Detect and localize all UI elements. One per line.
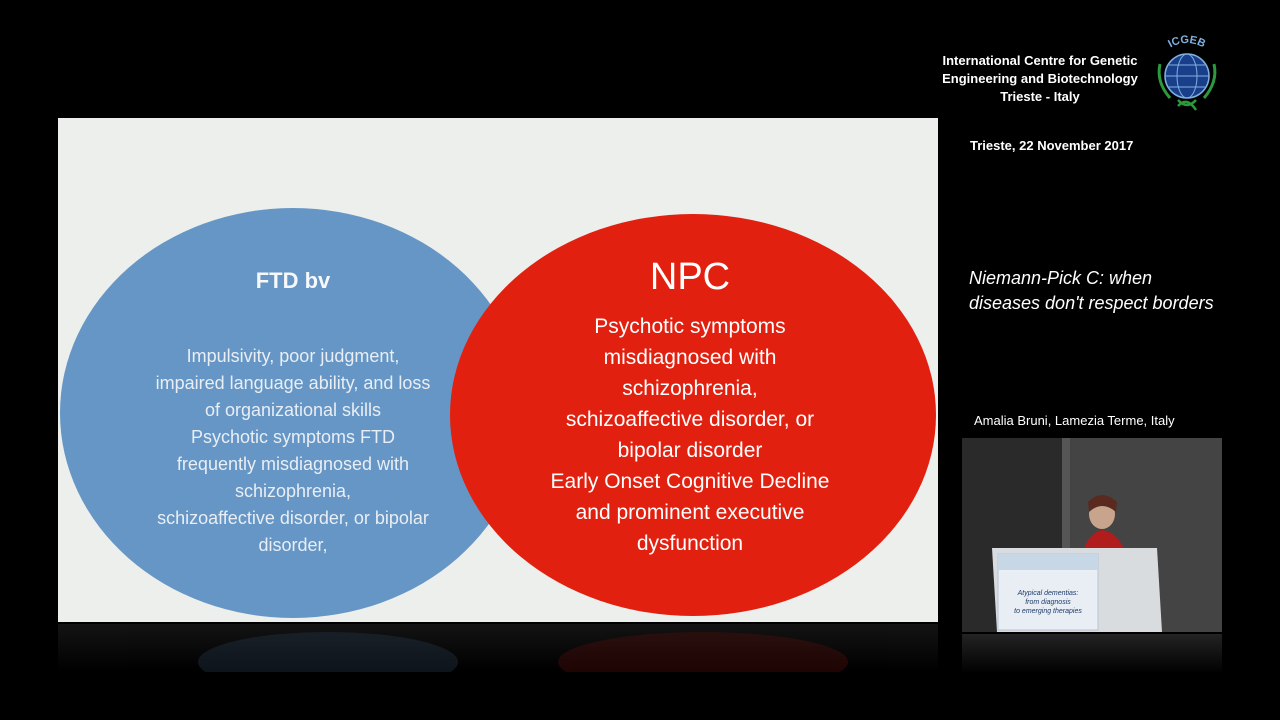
podium-line: from diagnosis [1025,599,1071,606]
org-line: International Centre for Genetic [942,53,1138,68]
npc-line: dysfunction [636,532,744,555]
npc-line: misdiagnosed with [603,346,777,369]
ftd-title: FTD bv [255,268,331,293]
talk-title-line: Niemann-Pick C: when [969,268,1153,288]
npc-line: schizophrenia, [622,377,758,400]
video-reflection [962,634,1222,674]
npc-circle [450,214,936,616]
podium-line: to emerging therapies [1014,608,1082,615]
ftd-circle [60,208,526,618]
reflection-red-shape [558,632,848,672]
event-date: Trieste, 22 November 2017 [970,138,1134,153]
org-line: Trieste - Italy [1000,89,1080,104]
slide: FTD bv Impulsivity, poor judgment, impai… [58,118,938,622]
podium-line: Atypical dementias: [1017,590,1079,597]
speaker-video[interactable]: Atypical dementias: from diagnosis to em… [962,438,1222,632]
reflection-blue-shape [198,632,458,672]
ftd-body: Impulsivity, poor judgment, impaired lan… [118,343,468,559]
slide-reflection [58,624,938,672]
ftd-line: schizophrenia, [234,481,352,501]
npc-line: and prominent executive [575,501,805,524]
ftd-line: Psychotic symptoms FTD [190,427,396,447]
npc-line: bipolar disorder [617,439,763,462]
ftd-line: impaired language ability, and loss [155,373,431,393]
npc-line: Early Onset Cognitive Decline [550,470,830,493]
icgeb-logo: ICGEB [1157,34,1217,111]
org-line: Engineering and Biotechnology [942,71,1138,86]
speaker-video-frame: Atypical dementias: from diagnosis to em… [962,438,1222,632]
ftd-line: frequently misdiagnosed with [176,454,410,474]
npc-line: Psychotic symptoms [594,315,786,338]
talk-title-line: diseases don't respect borders [969,293,1214,313]
logo-text: ICGEB [1166,34,1207,50]
npc-body: Psychotic symptoms misdiagnosed with sch… [510,311,870,559]
speaker-name: Amalia Bruni, Lamezia Terme, Italy [974,413,1175,428]
talk-title: Niemann-Pick C: when diseases don't resp… [969,266,1259,316]
ftd-line: schizoaffective disorder, or bipolar [157,508,429,528]
organization-name: International Centre for Genetic Enginee… [930,52,1150,106]
ftd-line: Impulsivity, poor judgment, [186,346,400,366]
ftd-line: of organizational skills [204,400,382,420]
ftd-line: disorder, [258,535,328,555]
npc-line: schizoaffective disorder, or [565,408,815,431]
npc-title: NPC [649,256,731,298]
